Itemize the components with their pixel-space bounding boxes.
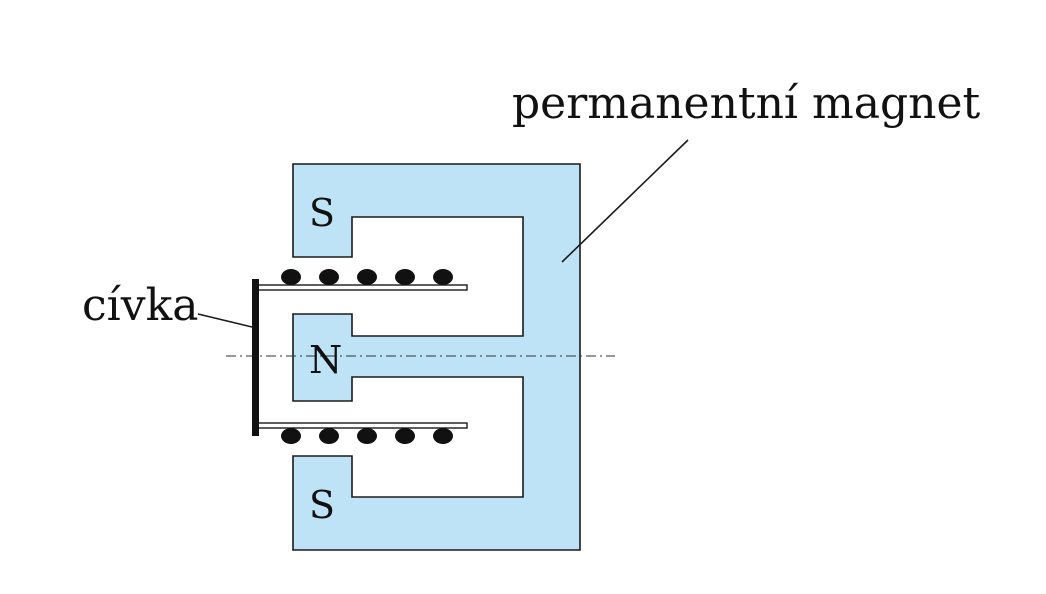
permanent-magnet: [292, 163, 581, 551]
coil-winding: [281, 428, 301, 444]
coil-former-bottom: [256, 422, 468, 429]
coil-windings-bottom: [281, 428, 453, 444]
coil-winding: [357, 428, 377, 444]
coil-winding: [395, 428, 415, 444]
coil-winding: [357, 269, 377, 285]
coil-winding: [433, 428, 453, 444]
magnet-leader-line: [561, 139, 689, 263]
coil-leader-line: [197, 313, 253, 328]
magnet-label: permanentní magnet: [512, 78, 980, 129]
coil-label: cívka: [82, 280, 198, 331]
coil-former-top: [256, 284, 468, 291]
pole-bottom-label: S: [309, 483, 335, 527]
coil-winding: [395, 269, 415, 285]
coil-winding: [319, 269, 339, 285]
coil-winding: [281, 269, 301, 285]
coil-winding: [433, 269, 453, 285]
coil-end-plate: [252, 279, 259, 436]
pole-middle-label: N: [309, 338, 342, 382]
coil-windings-top: [281, 269, 453, 285]
coil-winding: [319, 428, 339, 444]
pole-top-label: S: [309, 191, 335, 235]
